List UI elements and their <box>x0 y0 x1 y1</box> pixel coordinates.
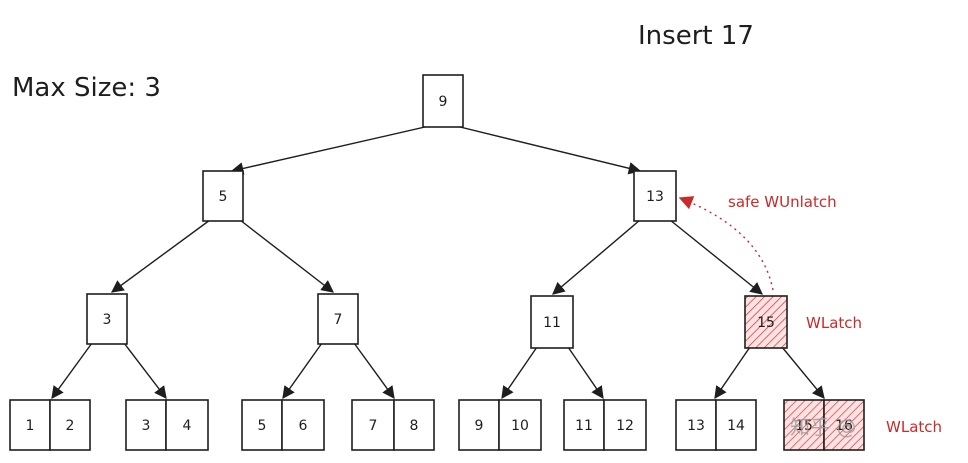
leaf-1-key-b: 2 <box>66 418 75 434</box>
leaf-8-key-b: 16 <box>835 418 853 434</box>
leaf-5-key-b: 10 <box>511 418 529 434</box>
node-13: 13 <box>633 170 677 222</box>
edge-13-15 <box>669 219 763 295</box>
node-root: 9 <box>422 74 464 128</box>
leaf-4: 7 8 <box>351 399 435 451</box>
leaf-4-key-a: 7 <box>369 418 378 434</box>
leaf-2: 3 4 <box>125 399 209 451</box>
edge-7-leaf3 <box>282 342 323 400</box>
edge-root-13 <box>459 126 642 175</box>
edge-15-leaf8 <box>781 346 825 399</box>
tree-edges <box>51 126 825 400</box>
leaf-7-key-a: 13 <box>687 418 705 434</box>
leaf-2-key-a: 3 <box>142 418 151 434</box>
leaf-1: 1 2 <box>9 399 91 451</box>
node-13-key: 13 <box>646 189 664 205</box>
edge-15-leaf7 <box>714 346 751 400</box>
leaf-3-key-a: 5 <box>258 418 267 434</box>
node-15-latched: 15 <box>744 295 788 349</box>
node-3-key: 3 <box>103 312 112 328</box>
watermark: 知乎 @ <box>790 415 856 439</box>
node-5-key: 5 <box>219 189 228 205</box>
leaf-6-key-b: 12 <box>616 418 634 434</box>
leaf-3-key-b: 6 <box>299 418 308 434</box>
safe-unlatch-label: safe WUnlatch <box>728 193 837 211</box>
node-3: 3 <box>86 293 128 345</box>
node-11: 11 <box>530 295 574 349</box>
safe-unlatch-arrow <box>678 196 774 291</box>
edge-5-7 <box>239 219 334 293</box>
node-5: 5 <box>202 170 244 222</box>
node-root-key: 9 <box>439 94 448 110</box>
leaf-7: 13 14 <box>675 399 757 451</box>
leaf-2-key-b: 4 <box>183 418 192 434</box>
title-insert: Insert 17 <box>638 21 754 51</box>
node-15-key: 15 <box>757 315 775 331</box>
node-11-key: 11 <box>543 315 561 331</box>
node-7-key: 7 <box>334 312 343 328</box>
edge-11-leaf6 <box>567 346 604 400</box>
wlatch-internal-label: WLatch <box>806 314 862 332</box>
leaf-4-key-b: 8 <box>410 418 419 434</box>
leaf-5-key-a: 9 <box>475 418 484 434</box>
edge-11-leaf5 <box>501 346 538 400</box>
wlatch-leaf-label: WLatch <box>886 418 942 436</box>
leaf-6-key-a: 11 <box>575 418 593 434</box>
edge-5-3 <box>110 219 211 293</box>
leaf-7-key-b: 14 <box>727 418 745 434</box>
leaf-3: 5 6 <box>241 399 325 451</box>
leaf-6: 11 12 <box>563 399 647 451</box>
leaf-5: 9 10 <box>458 399 542 451</box>
leaf-1-key-a: 1 <box>26 418 35 434</box>
edge-root-5 <box>230 126 426 175</box>
node-7: 7 <box>317 293 359 345</box>
edge-3-leaf1 <box>51 342 93 400</box>
leaf-8-key-a: 15 <box>795 418 813 434</box>
max-size-label: Max Size: 3 <box>12 73 161 103</box>
edge-13-11 <box>552 219 641 295</box>
leaf-8-latched: 15 16 <box>783 399 865 451</box>
edge-7-leaf4 <box>353 342 395 400</box>
edge-3-leaf2 <box>123 342 167 400</box>
